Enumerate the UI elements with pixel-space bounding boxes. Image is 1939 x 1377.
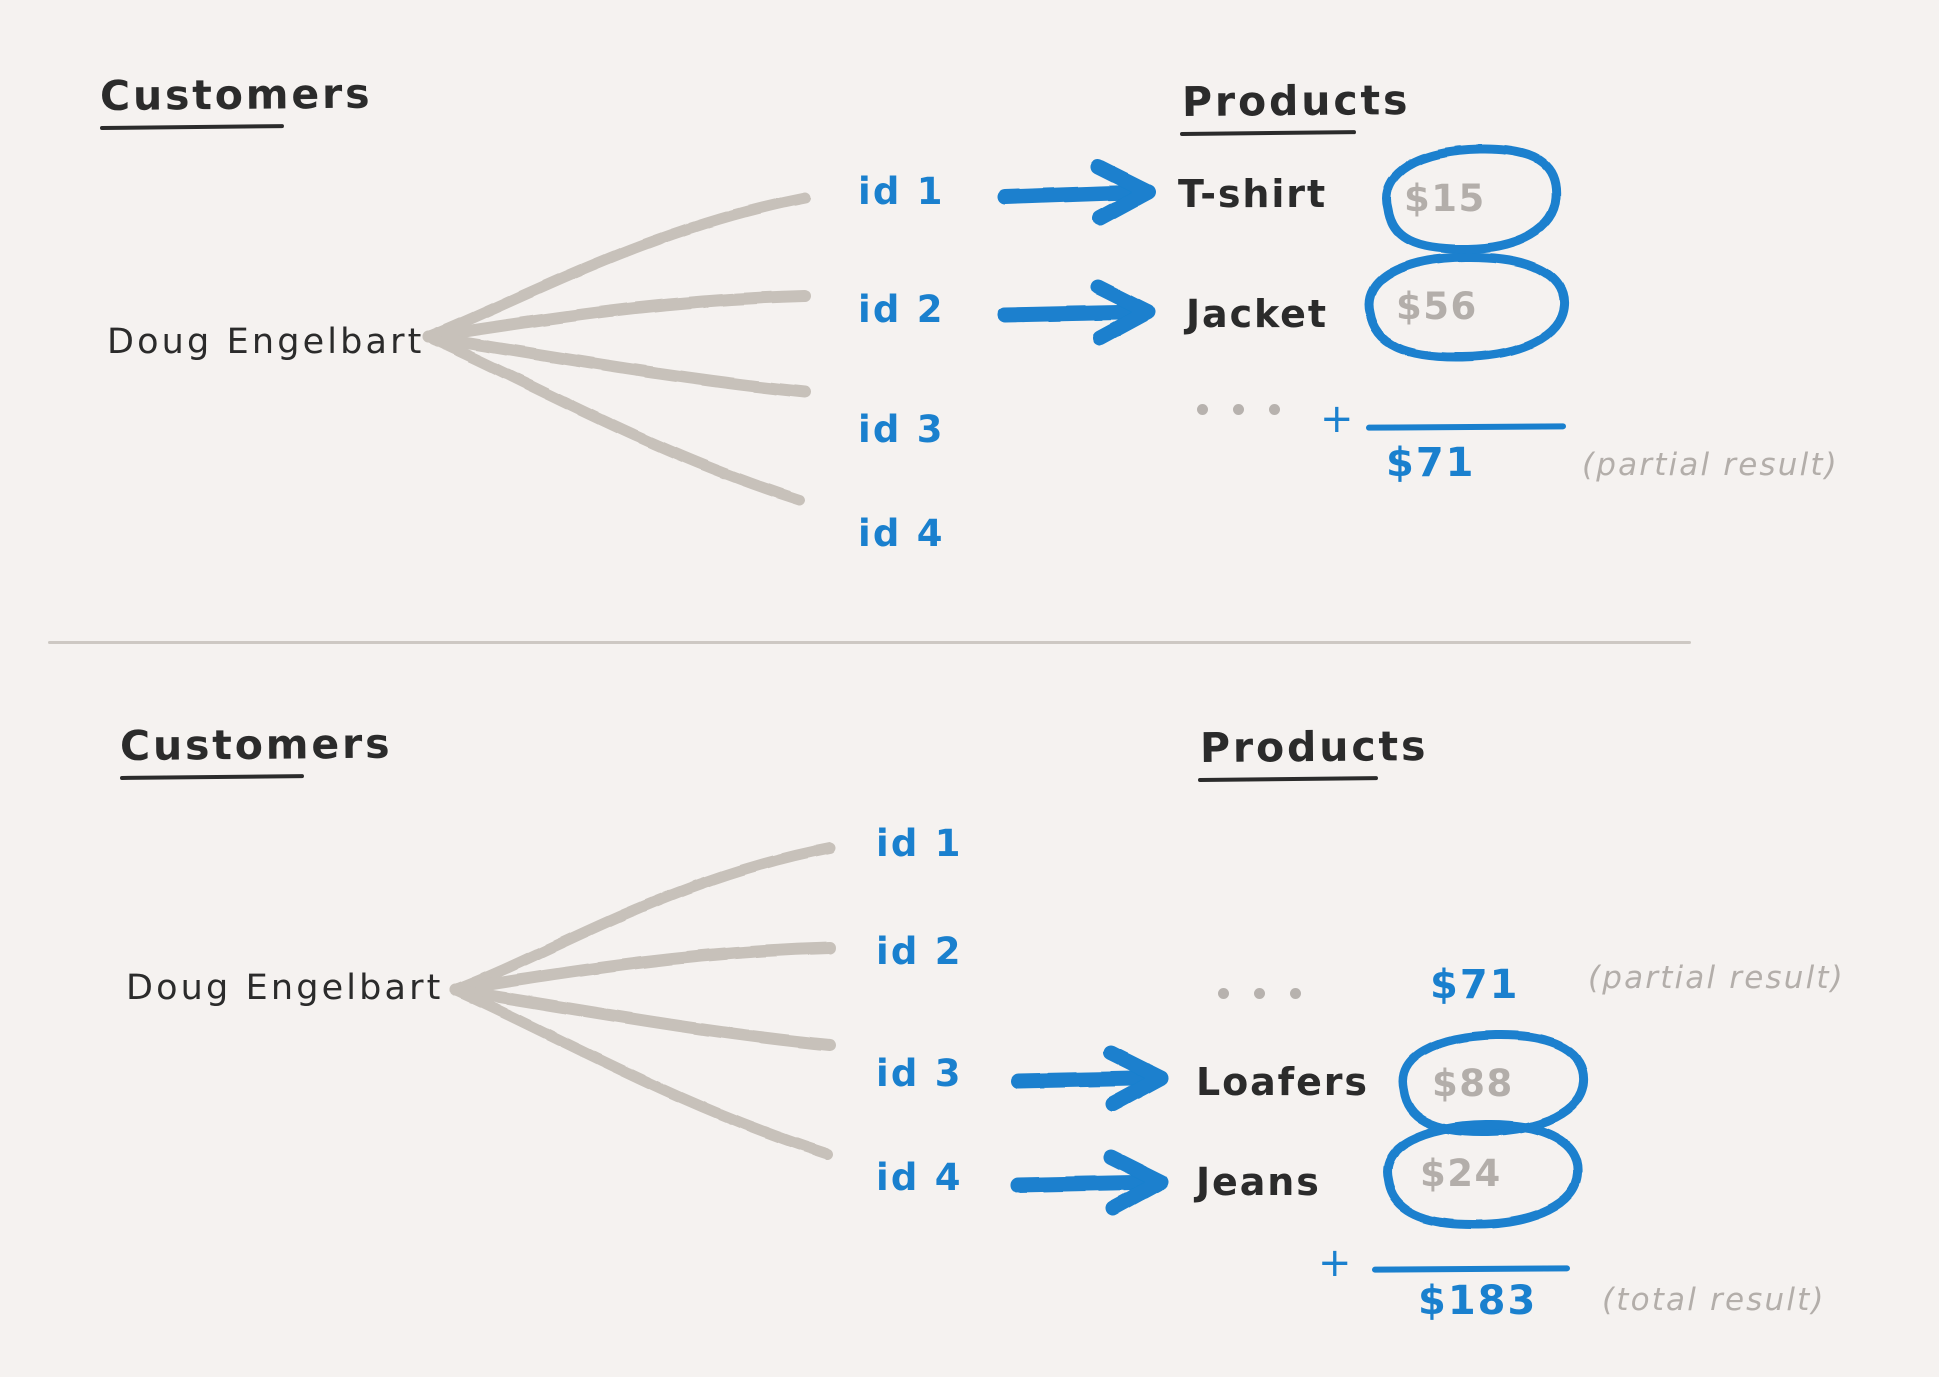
products-header-underline-lower [1197,776,1379,782]
products-header-upper: Products [1181,76,1411,126]
price-loafers: $88 [1432,1062,1514,1105]
id-label-lower-2: id 2 [876,930,963,973]
plus-sign-upper: + [1320,396,1356,442]
sum-upper: $71 [1386,440,1476,486]
customer-name-lower: Doug Engelbart [126,968,444,1008]
ellipsis-lower [1218,988,1301,999]
sum-annotation-upper: (partial result) [1582,447,1839,483]
sum-lower: $183 [1418,1278,1538,1324]
id-label-upper-1: id 1 [858,170,945,213]
price-jeans: $24 [1420,1152,1502,1195]
id-label-lower-3: id 3 [876,1052,963,1095]
sum-annotation-lower: (total result) [1602,1282,1826,1318]
id-label-lower-4: id 4 [876,1156,963,1199]
products-header-underline-upper [1179,130,1357,136]
product-name-jeans: Jeans [1196,1160,1321,1204]
product-name-tshirt: T-shirt [1178,172,1328,216]
carry-over-annotation-lower: (partial result) [1588,960,1845,996]
id-label-upper-2: id 2 [858,288,945,331]
customers-header-underline-lower [119,774,305,780]
customer-name-upper: Doug Engelbart [107,322,425,362]
id-label-upper-3: id 3 [858,408,945,451]
sum-rule-upper [1365,423,1567,431]
fan-lines-lower [449,842,836,1160]
ellipsis-upper [1197,404,1280,415]
arrow-id1-tshirt [997,159,1156,226]
plus-sign-lower: + [1318,1240,1354,1286]
id-label-upper-4: id 4 [858,512,945,555]
arrow-id4-jeans [1010,1149,1169,1216]
customers-header-upper: Customers [99,69,373,120]
arrow-id3-loafers [1010,1045,1169,1112]
price-tshirt: $15 [1404,177,1486,220]
panel-divider [48,641,1691,644]
customers-header-underline-upper [99,124,285,130]
products-header-lower: Products [1199,722,1429,772]
sum-rule-lower [1371,1265,1571,1273]
price-jacket: $56 [1396,285,1478,328]
carry-over-sum-lower: $71 [1430,962,1520,1008]
arrow-id2-jacket [997,279,1156,346]
product-name-loafers: Loafers [1196,1060,1369,1104]
id-label-lower-1: id 1 [876,822,963,865]
fan-lines-upper [422,192,811,506]
product-name-jacket: Jacket [1186,292,1328,336]
customers-header-lower: Customers [119,719,393,770]
